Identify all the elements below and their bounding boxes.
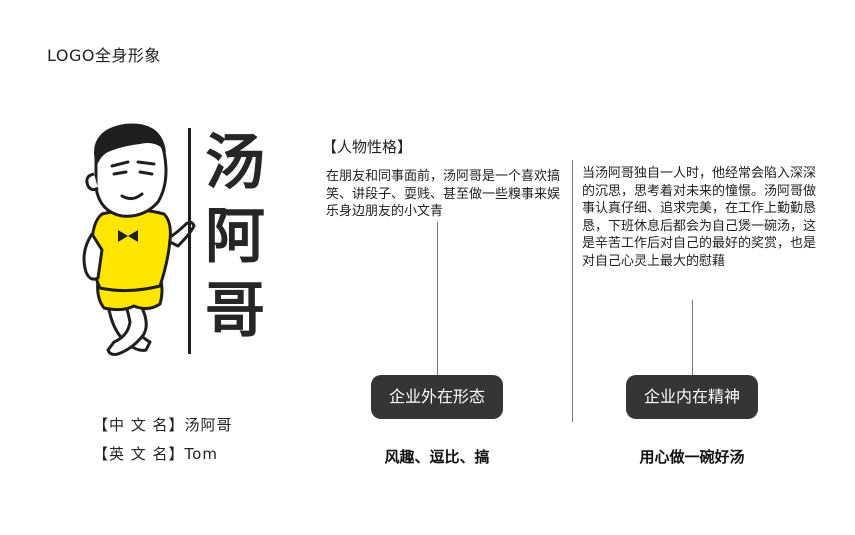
logo-char-2: 阿 [205, 202, 265, 272]
logo-wordmark: 汤 阿 哥 [200, 126, 270, 348]
chinese-name: 【中 文 名】汤阿哥 [93, 416, 233, 434]
english-name: 【英 文 名】Tom [93, 445, 218, 463]
column-divider-line [572, 160, 573, 422]
internal-connector-line [692, 300, 693, 375]
external-personality-text: 在朋友和同事面前，汤阿哥是一个喜欢搞笑、讲段子、耍贱、甚至做一些糗事来娱乐身边朋… [326, 169, 561, 219]
internal-caption: 用心做一碗好汤 [639, 448, 745, 466]
external-caption: 风趣、逗比、搞 [384, 448, 490, 466]
internal-spirit-badge: 企业内在精神 [626, 375, 758, 419]
personality-heading: 【人物性格】 [322, 138, 413, 156]
logo-divider-bar [188, 128, 191, 354]
external-form-badge: 企业外在形态 [371, 375, 503, 419]
external-connector-line [437, 222, 438, 375]
mascot-illustration [82, 123, 196, 356]
internal-personality-text: 当汤阿哥独自一人时，他经常会陷入深深的沉思，思考着对未来的憧憬。汤阿哥做事认真仔… [582, 166, 817, 269]
logo-char-3: 哥 [205, 276, 265, 346]
logo-char-1: 汤 [205, 128, 265, 198]
page-title: LOGO全身形象 [47, 46, 161, 65]
